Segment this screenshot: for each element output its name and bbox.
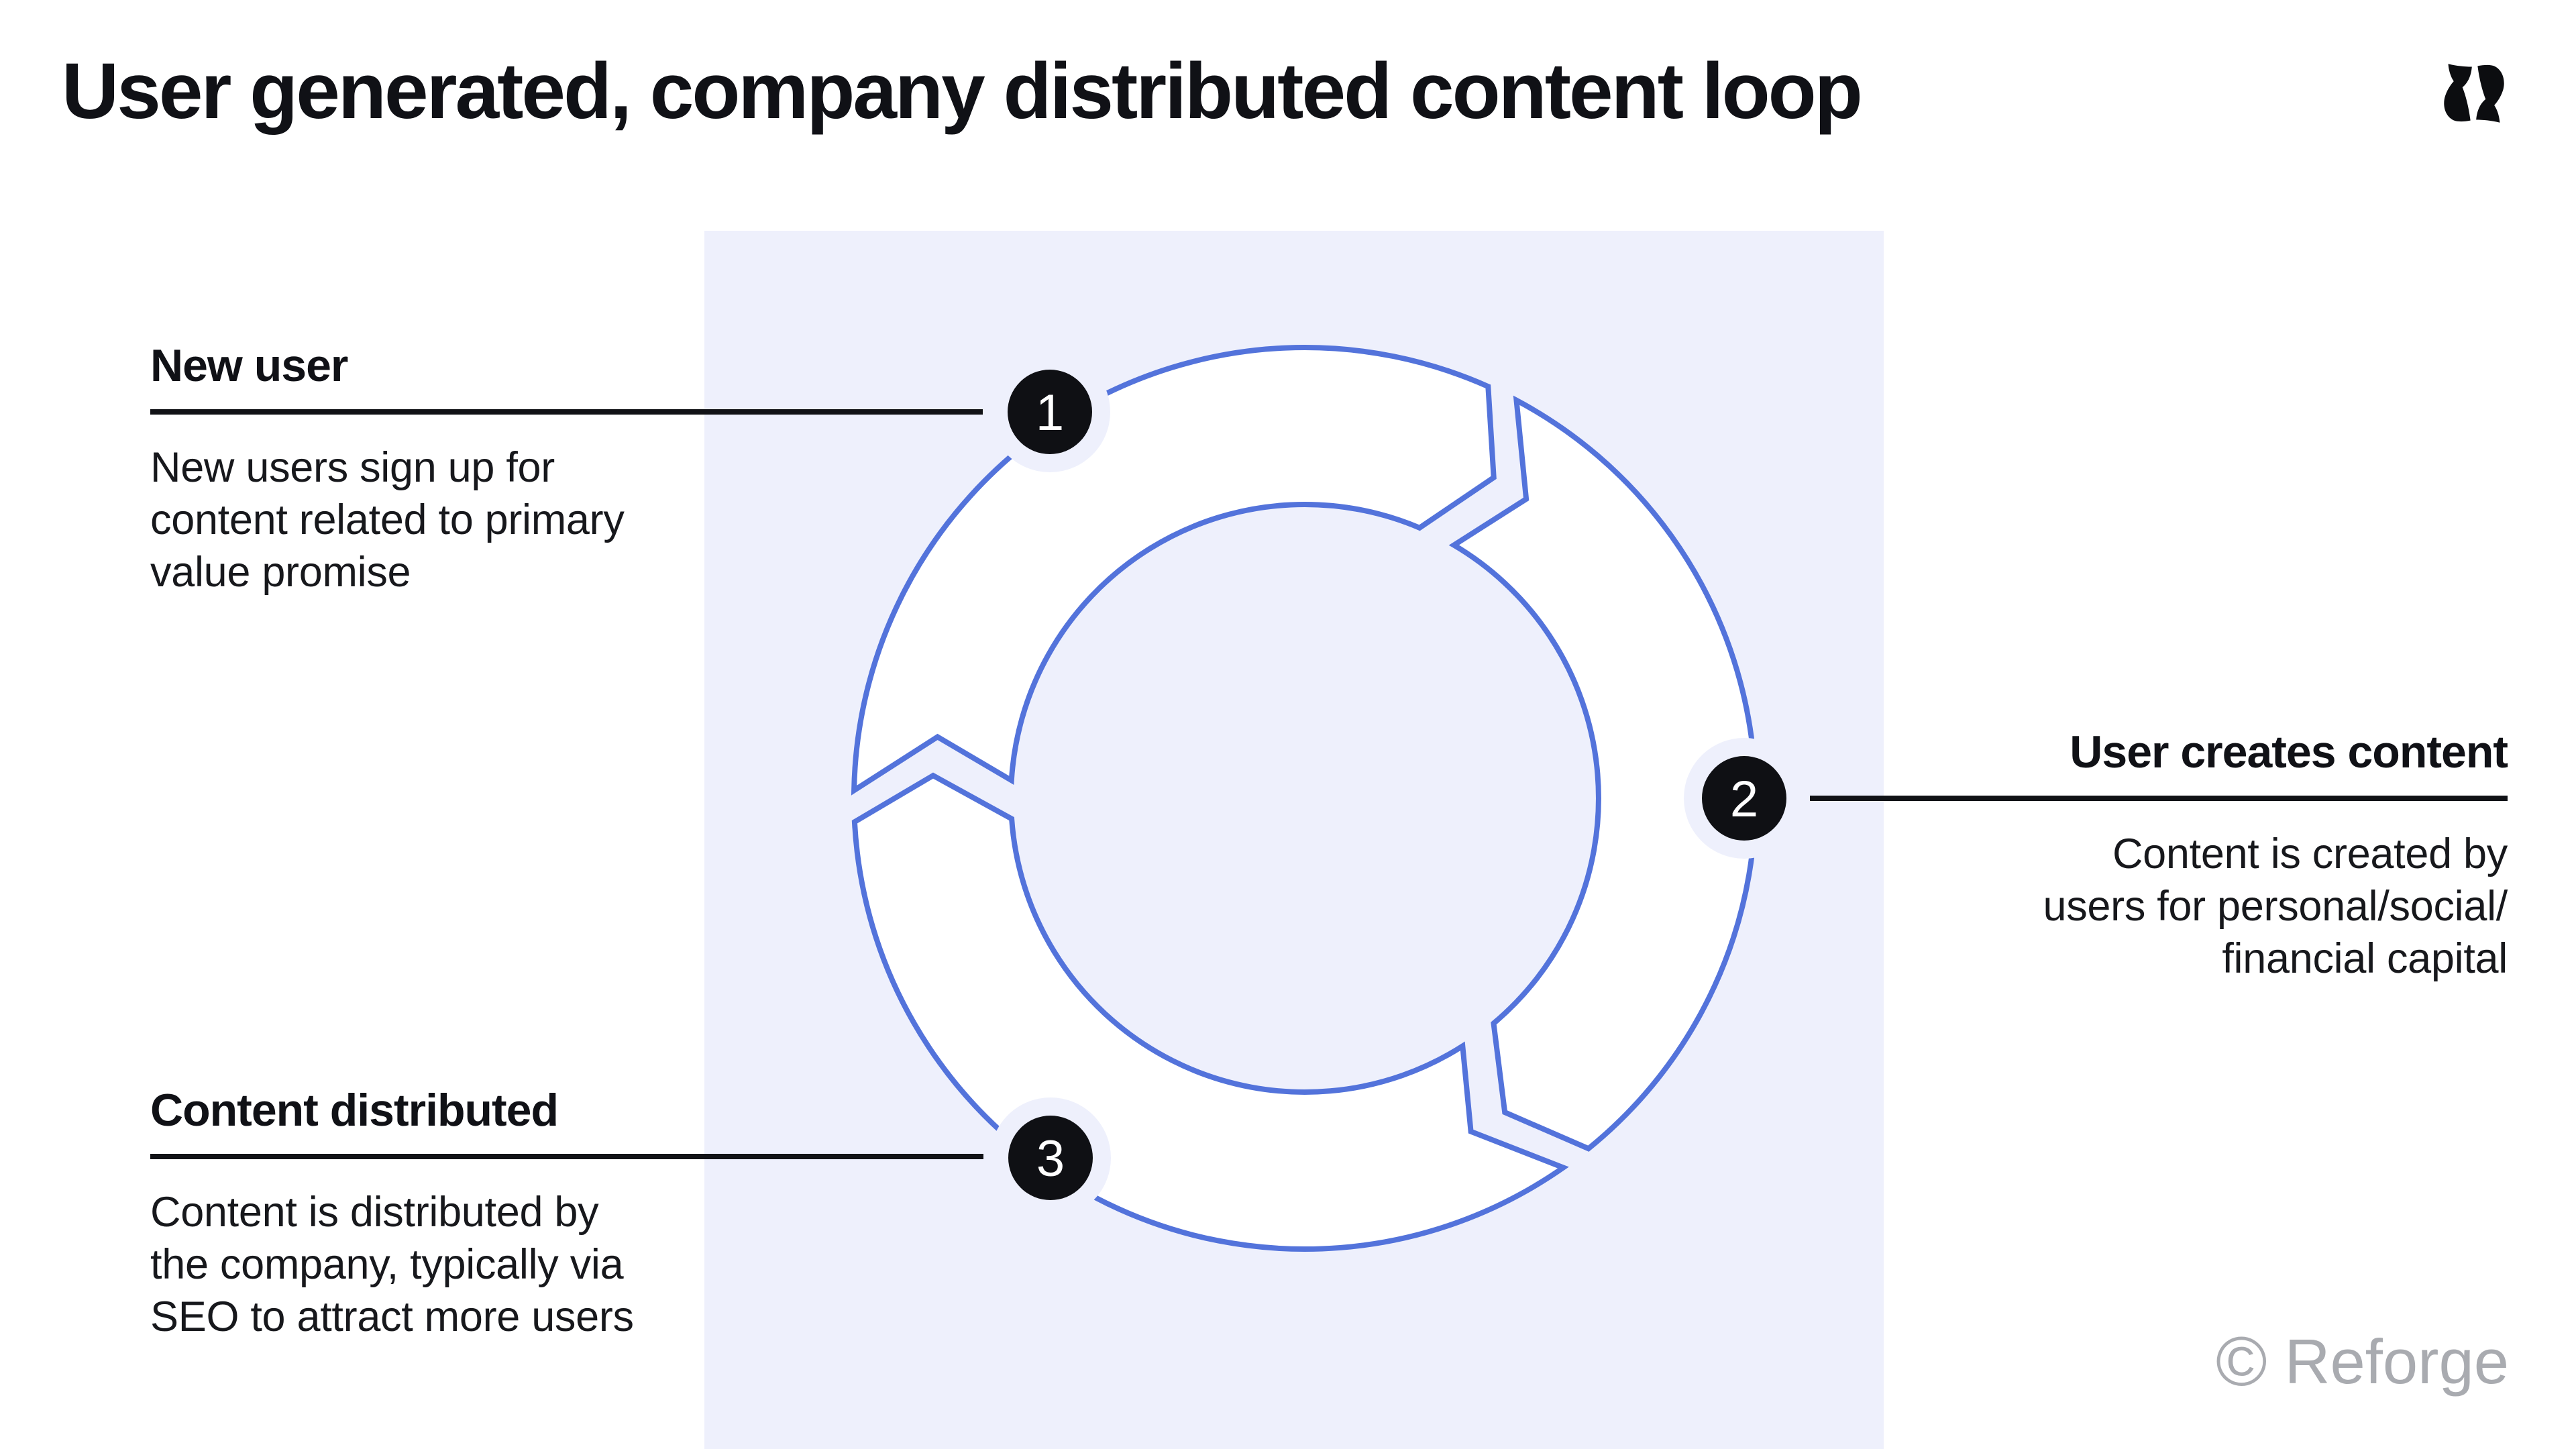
step-2-badge bbox=[1702, 756, 1786, 841]
step-3-number: 3 bbox=[1036, 1130, 1065, 1187]
reforge-logo-icon bbox=[2438, 62, 2510, 125]
step-3-description-line: SEO to attract more users bbox=[150, 1293, 634, 1340]
step-1-heading: New user bbox=[150, 340, 348, 391]
step-1-description-line: value promise bbox=[150, 549, 411, 596]
page-title: User generated, company distributed cont… bbox=[62, 47, 1863, 136]
step-2-description-line: financial capital bbox=[2222, 935, 2508, 982]
step-1-description: New users sign up for content related to… bbox=[150, 441, 754, 598]
loop-diagram: 1 2 3 bbox=[851, 345, 1805, 1252]
step-2-description: Content is created by users for personal… bbox=[1870, 828, 2508, 985]
step-1-badge bbox=[1008, 370, 1092, 454]
watermark-text: Reforge bbox=[2284, 1326, 2509, 1397]
step-2-description-line: Content is created by bbox=[2112, 830, 2508, 877]
step-1-number: 1 bbox=[1036, 384, 1064, 441]
diagram-panel: 1 2 3 bbox=[704, 231, 1884, 1449]
step-1-description-line: content related to primary bbox=[150, 496, 625, 543]
step-3-heading: Content distributed bbox=[150, 1085, 559, 1136]
loop-segment-2 bbox=[1448, 395, 1758, 1152]
step-2-number: 2 bbox=[1730, 771, 1758, 828]
step-3-description-line: the company, typically via bbox=[150, 1241, 624, 1288]
step-3-connector-line bbox=[150, 1154, 983, 1159]
step-2-heading: User creates content bbox=[2070, 727, 2508, 777]
step-1-connector-line bbox=[150, 409, 983, 415]
step-2-connector-line bbox=[1810, 796, 2508, 801]
step-1-description-line: New users sign up for bbox=[150, 444, 555, 491]
reforge-watermark: © Reforge bbox=[2216, 1327, 2509, 1397]
step-3-description-line: Content is distributed by bbox=[150, 1189, 599, 1236]
copyright-icon: © bbox=[2215, 1323, 2267, 1401]
step-3-description: Content is distributed by the company, t… bbox=[150, 1186, 754, 1343]
step-3-badge bbox=[1008, 1116, 1093, 1200]
loop-arrow-ring bbox=[851, 345, 1758, 1252]
step-2-description-line: users for personal/social/ bbox=[2043, 883, 2508, 930]
loop-segment-3 bbox=[851, 772, 1569, 1252]
